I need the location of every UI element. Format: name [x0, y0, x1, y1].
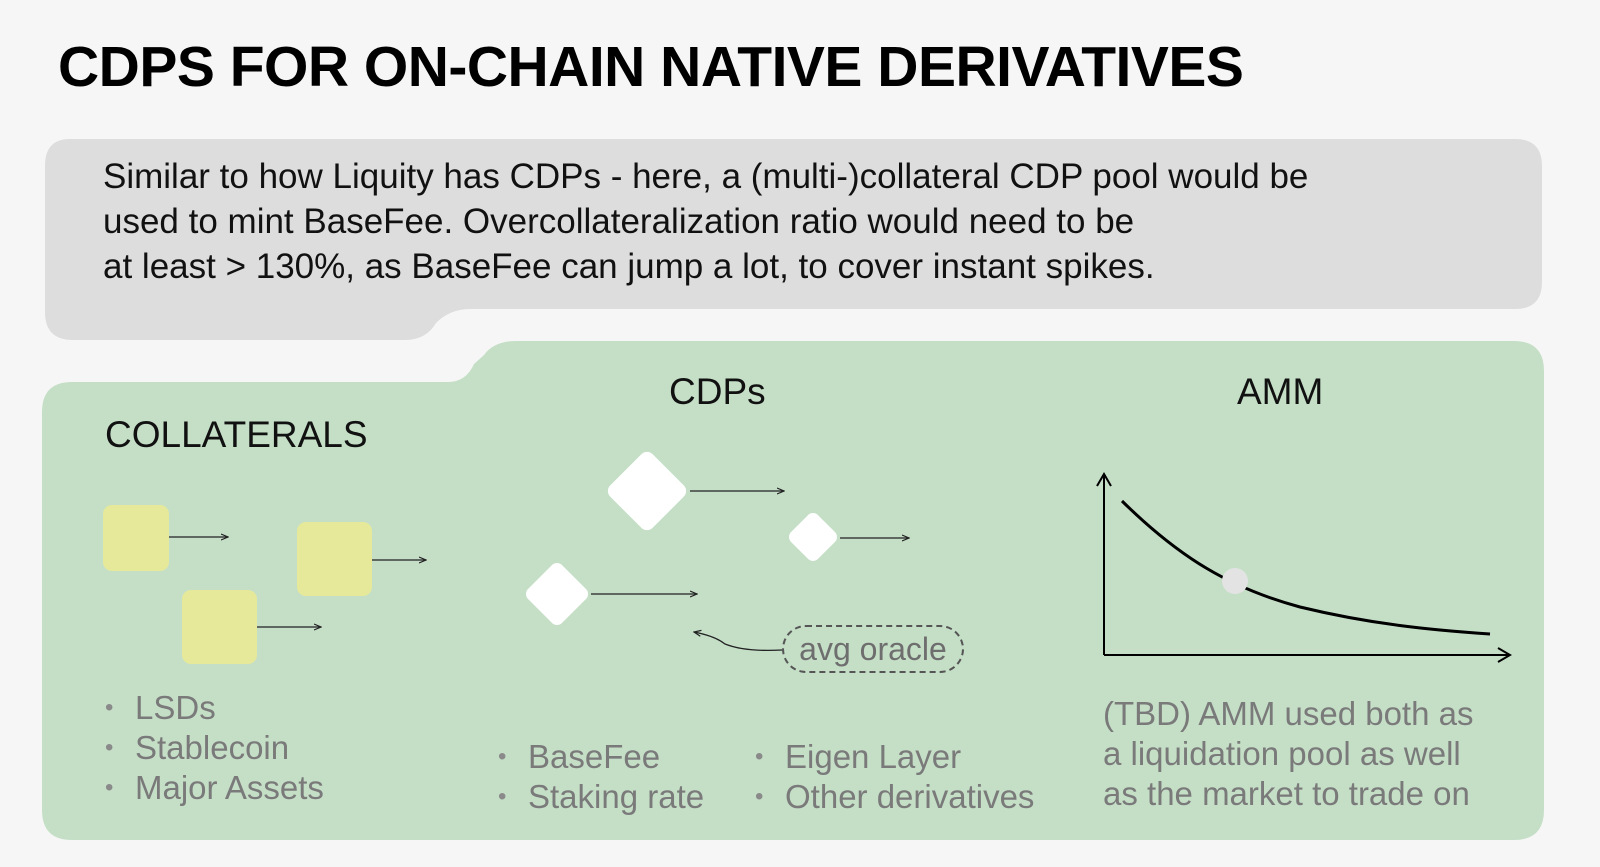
description-line: at least > 130%, as BaseFee can jump a l… [103, 247, 1155, 286]
cdp-diamond [607, 451, 687, 531]
collaterals-heading: COLLATERALS [105, 414, 368, 455]
amm-note: (TBD) AMM used both as a liquidation poo… [1103, 694, 1473, 814]
amm-note-line: a liquidation pool as well [1103, 735, 1461, 772]
collateral-square [103, 505, 169, 571]
description-line: Similar to how Liquity has CDPs - here, … [103, 157, 1309, 196]
amm-note-line: as the market to trade on [1103, 775, 1470, 812]
avg-oracle-label: avg oracle [782, 625, 964, 673]
collaterals-list: LSDs Stablecoin Major Assets [105, 688, 324, 808]
amm-price-point [1222, 568, 1248, 594]
list-item: Staking rate [498, 777, 704, 817]
amm-curve [1120, 499, 1491, 636]
cdps-heading: CDPs [669, 371, 766, 412]
page-title: CDPS FOR ON-CHAIN NATIVE DERIVATIVES [58, 35, 1244, 99]
list-item: BaseFee [498, 737, 704, 777]
list-item: LSDs [105, 688, 324, 728]
collateral-square [297, 522, 372, 596]
cdp-diamond [525, 562, 589, 626]
collateral-square [182, 590, 257, 664]
cdp-diamond [789, 513, 837, 561]
description-line: used to mint BaseFee. Overcollateralizat… [103, 202, 1135, 241]
list-item: Eigen Layer [755, 737, 1034, 777]
amm-heading: AMM [1237, 371, 1324, 412]
cdps-list-right: Eigen Layer Other derivatives [755, 737, 1034, 817]
description-text: Similar to how Liquity has CDPs - here, … [103, 154, 1483, 289]
cdps-list-left: BaseFee Staking rate [498, 737, 704, 817]
oracle-connector [694, 632, 783, 652]
amm-note-line: (TBD) AMM used both as [1103, 695, 1474, 732]
list-item: Major Assets [105, 768, 324, 808]
main-panel [42, 341, 1544, 840]
description-panel [45, 139, 1542, 340]
list-item: Stablecoin [105, 728, 324, 768]
list-item: Other derivatives [755, 777, 1034, 817]
